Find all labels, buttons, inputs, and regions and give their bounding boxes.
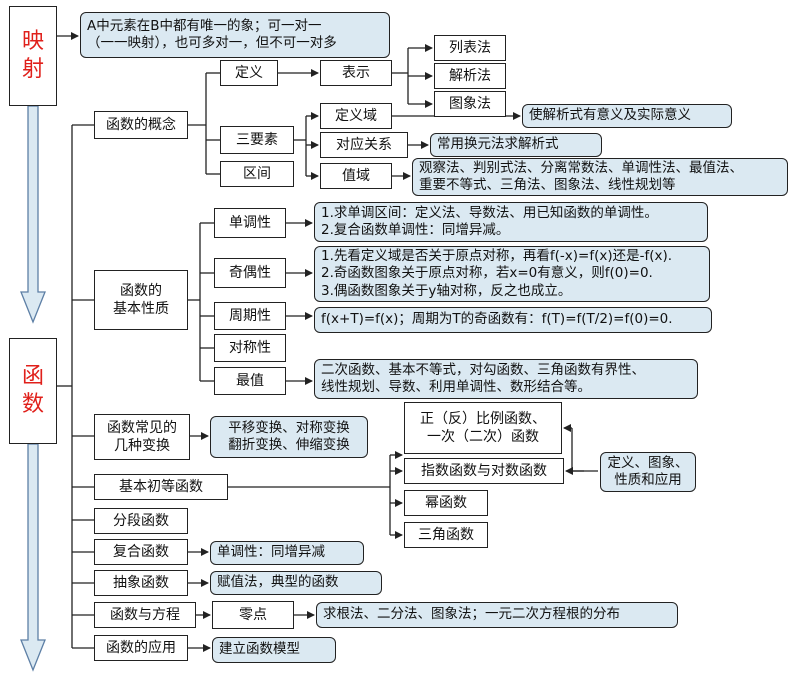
- range-box: 值域: [320, 163, 392, 189]
- composite-box: 复合函数: [94, 539, 188, 565]
- transforms-note: 平移变换、对称变换 翻折变换、伸缩变换: [210, 416, 368, 458]
- extremum-note: 二次函数、基本不等式，对勾函数、三角函数有界性、 线性规划、导数、利用单调性、数…: [314, 359, 698, 399]
- elementary-power: 幂函数: [404, 490, 488, 516]
- equation-box: 函数与方程: [94, 602, 196, 628]
- concept-box: 函数的概念: [94, 111, 188, 139]
- equation-note: 求根法、二分法、图象法；一元二次方程根的分布: [316, 602, 678, 628]
- abstract-note: 赋值法，典型的函数: [210, 571, 382, 595]
- elementary-exp-log: 指数函数与对数函数: [404, 458, 564, 484]
- method-graph-box: 图象法: [434, 91, 506, 117]
- range-note: 观察法、判别式法、分离常数法、单调性法、最值法、 重要不等式、三角法、图象法、线…: [412, 158, 788, 196]
- elementary-linear-quadratic: 正（反）比例函数、 一次（二次）函数: [404, 402, 562, 454]
- mapping-note: A中元素在B中都有唯一的象；可一对一 （一一映射），也可多对一，但不可一对多: [80, 12, 390, 58]
- monotonic-box: 单调性: [214, 208, 286, 238]
- composite-note: 单调性：同增异减: [210, 541, 364, 565]
- correspondence-note: 常用换元法求解析式: [430, 133, 602, 157]
- interval-box: 区间: [220, 161, 294, 187]
- application-note: 建立函数模型: [212, 637, 336, 663]
- extremum-box: 最值: [214, 367, 286, 395]
- parity-note: 1.先看定义域是否关于原点对称，再看f(-x)=f(x)还是-f(x). 2.奇…: [314, 246, 710, 302]
- application-box: 函数的应用: [94, 635, 188, 661]
- domain-note: 使解析式有意义及实际意义: [522, 104, 732, 128]
- piecewise-box: 分段函数: [94, 508, 188, 534]
- domain-box: 定义域: [320, 103, 392, 129]
- function-root: 函 数: [9, 338, 57, 444]
- symmetry-box: 对称性: [214, 334, 286, 362]
- monotonic-note: 1.求单调区间：定义法、导数法、用已知函数的单调性。 2.复合函数单调性：同增异…: [314, 202, 708, 242]
- three-elements-box: 三要素: [220, 126, 294, 154]
- zero-box: 零点: [212, 601, 294, 629]
- parity-box: 奇偶性: [214, 258, 286, 288]
- representation-box: 表示: [320, 60, 392, 86]
- elementary-note: 定义、图象、 性质和应用: [600, 452, 696, 492]
- basic-properties-box: 函数的 基本性质: [94, 270, 188, 330]
- down-arrow-bottom: [20, 443, 46, 672]
- method-table-box: 列表法: [434, 35, 506, 61]
- definition-box: 定义: [220, 60, 278, 86]
- elementary-trig: 三角函数: [404, 522, 488, 548]
- transforms-box: 函数常见的 几种变换: [94, 414, 190, 460]
- mapping-root: 映 射: [9, 6, 57, 106]
- elementary-box: 基本初等函数: [94, 474, 228, 500]
- correspondence-box: 对应关系: [320, 132, 408, 158]
- method-analytic-box: 解析法: [434, 63, 506, 89]
- abstract-box: 抽象函数: [94, 570, 188, 596]
- period-note: f(x+T)=f(x)；周期为T的奇函数有：f(T)=f(T/2)=f(0)=0…: [314, 307, 712, 333]
- period-box: 周期性: [214, 302, 286, 330]
- down-arrow-top: [20, 105, 46, 324]
